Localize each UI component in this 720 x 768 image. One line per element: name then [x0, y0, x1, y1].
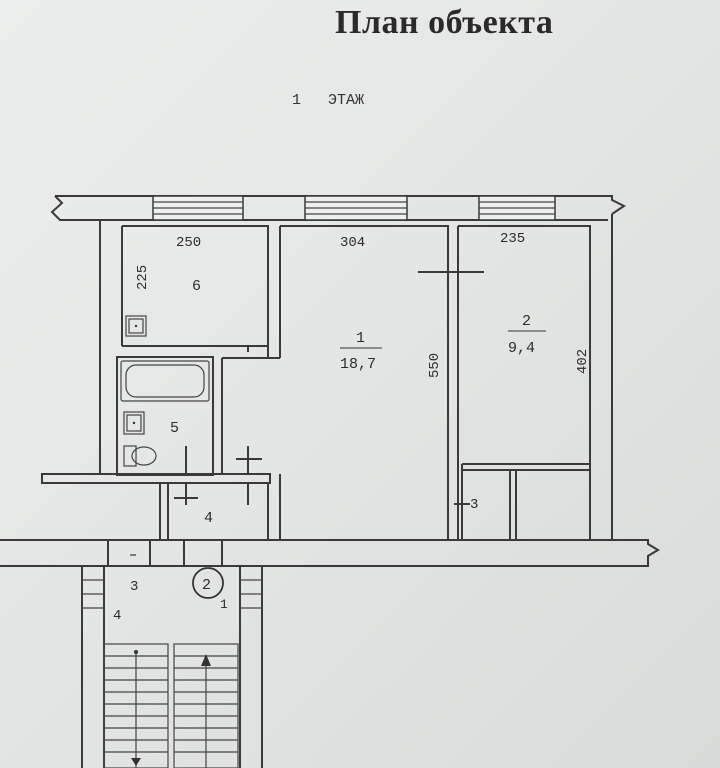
room-5	[116, 356, 214, 476]
window-room6	[152, 195, 244, 221]
stair-marker-number: 2	[202, 577, 211, 594]
toilet	[123, 445, 157, 467]
dim-room2-width: 235	[500, 231, 525, 247]
room-6-number: 6	[192, 278, 201, 295]
room-2-area: 9,4	[508, 340, 535, 357]
room-5-number: 5	[170, 420, 179, 437]
stair-marker-circle	[192, 567, 224, 599]
stairwell	[81, 566, 263, 768]
dim-room6-depth: 225	[135, 265, 151, 290]
stair-flight-left	[103, 643, 169, 768]
window-room1	[304, 195, 408, 221]
stair-flight-right	[173, 643, 239, 768]
room-4-number: 4	[204, 510, 213, 527]
bathtub	[120, 360, 210, 402]
bathroom-sink	[123, 411, 145, 435]
room-1-number: 1	[356, 330, 365, 347]
dim-room1-width: 304	[340, 235, 365, 251]
dim-room1-depth: 550	[427, 353, 443, 378]
window-room2	[478, 195, 556, 221]
dim-room2-depth: 402	[575, 349, 591, 374]
stairwell-wall	[0, 539, 660, 567]
stair-label-1: 1	[220, 597, 228, 612]
stair-label-3: 3	[130, 579, 138, 595]
room-6	[122, 225, 269, 352]
room-1-area: 18,7	[340, 356, 376, 373]
exterior-left-wall	[99, 220, 123, 474]
stair-label-4: 4	[113, 608, 121, 624]
room-1	[221, 225, 484, 540]
corridor-wall	[41, 446, 271, 484]
room-2	[457, 220, 613, 540]
dim-room6-width: 250	[176, 235, 201, 251]
room-3-number: 3	[470, 497, 478, 513]
kitchen-sink	[125, 315, 147, 337]
room-2-number: 2	[522, 313, 531, 330]
room-4	[159, 483, 249, 540]
plan-title: План объекта	[335, 4, 554, 41]
floor-label: 1 ЭТАЖ	[292, 92, 365, 109]
